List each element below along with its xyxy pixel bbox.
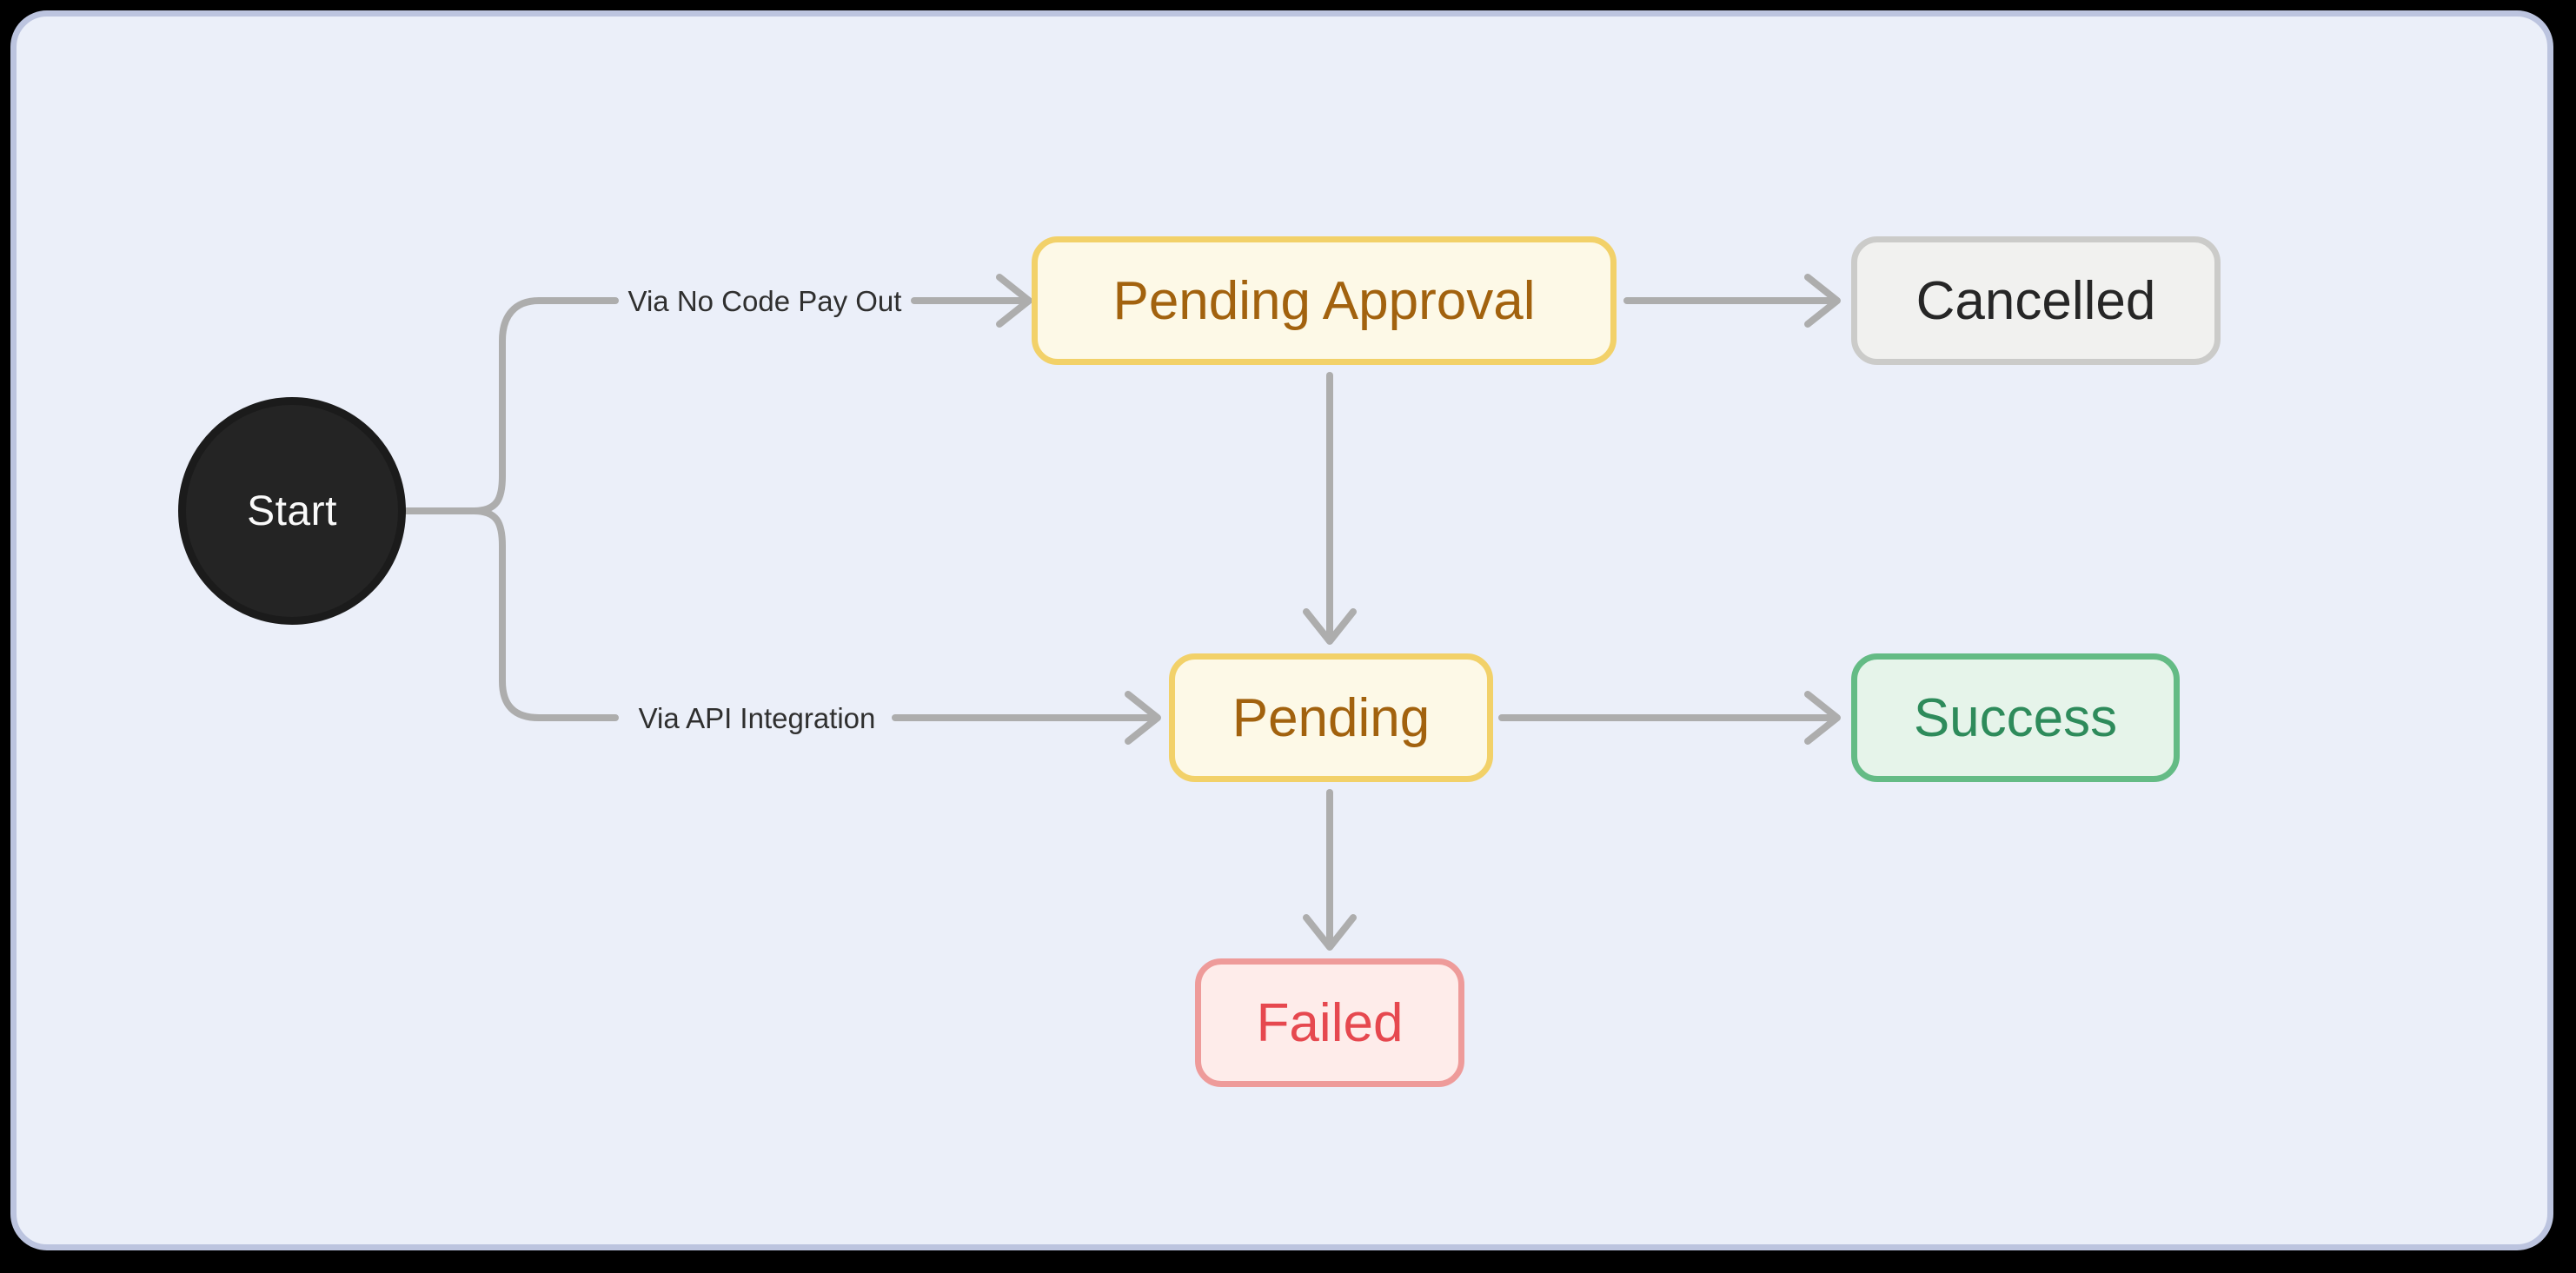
edge-label-no-code-pay-out: Via No Code Pay Out: [627, 285, 902, 317]
node-success: Success: [1851, 653, 2180, 782]
node-cancelled-label: Cancelled: [1915, 270, 2156, 331]
node-failed: Failed: [1195, 958, 1464, 1087]
edge-label-api-integration: Via API Integration: [638, 702, 876, 734]
node-pending-label: Pending: [1232, 687, 1431, 748]
node-cancelled: Cancelled: [1851, 236, 2221, 365]
node-pending: Pending: [1169, 653, 1493, 782]
node-pending-approval-label: Pending Approval: [1112, 270, 1536, 331]
node-pending-approval: Pending Approval: [1032, 236, 1617, 365]
node-start-label: Start: [247, 487, 337, 534]
node-start: Start: [178, 397, 406, 625]
node-success-label: Success: [1913, 687, 2118, 748]
node-failed-label: Failed: [1256, 992, 1404, 1053]
